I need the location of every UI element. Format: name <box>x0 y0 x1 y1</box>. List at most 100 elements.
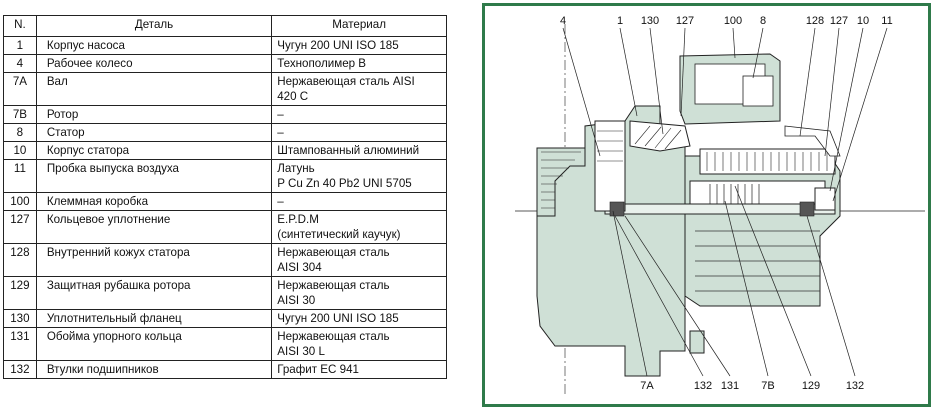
capacitor-block <box>742 75 774 107</box>
stator <box>699 148 836 175</box>
row-part-name: Втулки подшипников <box>35 360 273 379</box>
row-number: 132 <box>3 360 37 379</box>
rotor-bars <box>709 184 760 206</box>
material-line: Штампованный алюминий <box>277 144 420 157</box>
row-number: 11 <box>3 159 37 193</box>
mounting-bolt <box>689 330 705 354</box>
material-line: E.P.D.M <box>277 213 319 226</box>
row-part-name: Клеммная коробка <box>35 192 273 211</box>
row-part-name: Уплотнительный фланец <box>35 309 273 328</box>
row-material: Штампованный алюминий <box>271 141 447 160</box>
callout-label-top: 127 <box>676 15 694 27</box>
sealing-flange <box>629 120 691 152</box>
row-number: 7B <box>3 105 37 124</box>
material-line: Нержавеющая сталь <box>277 330 390 343</box>
impeller <box>594 120 626 212</box>
row-part-name: Корпус насоса <box>35 36 273 55</box>
row-material: Графит EC 941 <box>271 360 447 379</box>
row-material: Латунь P Cu Zn 40 Pb2 UNI 5705 <box>271 159 447 193</box>
row-material: – <box>271 105 447 124</box>
row-number: 7A <box>3 72 37 106</box>
cooling-fins <box>695 230 820 292</box>
material-line: Чугун 200 UNI ISO 185 <box>277 39 399 52</box>
row-number: 1 <box>3 36 37 55</box>
material-line: 420 C <box>277 90 309 103</box>
bearing-right <box>799 201 815 217</box>
material-line: Нержавеющая сталь <box>277 279 390 292</box>
impeller-hatch <box>597 130 623 162</box>
callout-label-bottom: 7B <box>761 380 774 392</box>
row-number: 131 <box>3 327 37 361</box>
row-material: Нержавеющая сталь AISI 420 C <box>271 72 447 106</box>
material-line: Чугун 200 UNI ISO 185 <box>277 312 399 325</box>
row-number: 4 <box>3 54 37 73</box>
callout-label-top: 4 <box>560 15 566 27</box>
row-material: Технополимер В <box>271 54 447 73</box>
row-part-name: Вал <box>35 72 273 106</box>
material-line: AISI 304 <box>277 261 322 274</box>
material-line: P Cu Zn 40 Pb2 UNI 5705 <box>277 177 412 190</box>
stator-casing <box>784 125 841 157</box>
row-number: 130 <box>3 309 37 328</box>
callout-label-bottom: 132 <box>846 380 864 392</box>
row-number: 8 <box>3 123 37 142</box>
callout-label-top: 130 <box>641 15 659 27</box>
callout-label-bottom: 7A <box>640 380 654 392</box>
row-number: 127 <box>3 210 37 244</box>
material-line: Нержавеющая сталь AISI <box>277 75 415 88</box>
material-line: Латунь <box>277 162 315 175</box>
callout-label-top: 1 <box>617 15 623 27</box>
air-vent-plug <box>814 187 836 211</box>
row-number: 100 <box>3 192 37 211</box>
row-material: Чугун 200 UNI ISO 185 <box>271 309 447 328</box>
material-line: – <box>277 108 284 121</box>
material-line: – <box>277 126 284 139</box>
callout-label-top: 100 <box>724 15 742 27</box>
casing-section-hatch <box>536 147 586 217</box>
callout-label-top: 127 <box>830 15 848 27</box>
header-num: N. <box>3 15 37 37</box>
material-line: (синтетический каучук) <box>277 228 401 241</box>
row-part-name: Ротор <box>35 105 273 124</box>
callout-label-bottom: 131 <box>721 380 739 392</box>
row-part-name: Обойма упорного кольца <box>35 327 273 361</box>
callout-label-top: 128 <box>806 15 824 27</box>
material-line: Нержавеющая сталь <box>277 246 390 259</box>
row-number: 10 <box>3 141 37 160</box>
row-number: 128 <box>3 243 37 277</box>
flange-hatch <box>634 125 682 150</box>
material-line: AISI 30 <box>277 294 316 307</box>
row-part-name: Статор <box>35 123 273 142</box>
bearing-left <box>609 201 625 217</box>
bottom-leader-lines <box>612 185 856 377</box>
row-material: Чугун 200 UNI ISO 185 <box>271 36 447 55</box>
callout-label-top: 8 <box>760 15 766 27</box>
callout-label-bottom: 129 <box>802 380 820 392</box>
row-part-name: Корпус статора <box>35 141 273 160</box>
row-part-name: Кольцевое уплотнение <box>35 210 273 244</box>
stator-windings <box>706 152 828 171</box>
row-part-name: Защитная рубашка ротора <box>35 276 273 310</box>
material-line: Графит EC 941 <box>277 363 359 376</box>
row-part-name: Пробка выпуска воздуха <box>35 159 273 193</box>
header-material: Материал <box>271 15 447 37</box>
row-material: – <box>271 123 447 142</box>
row-material: – <box>271 192 447 211</box>
